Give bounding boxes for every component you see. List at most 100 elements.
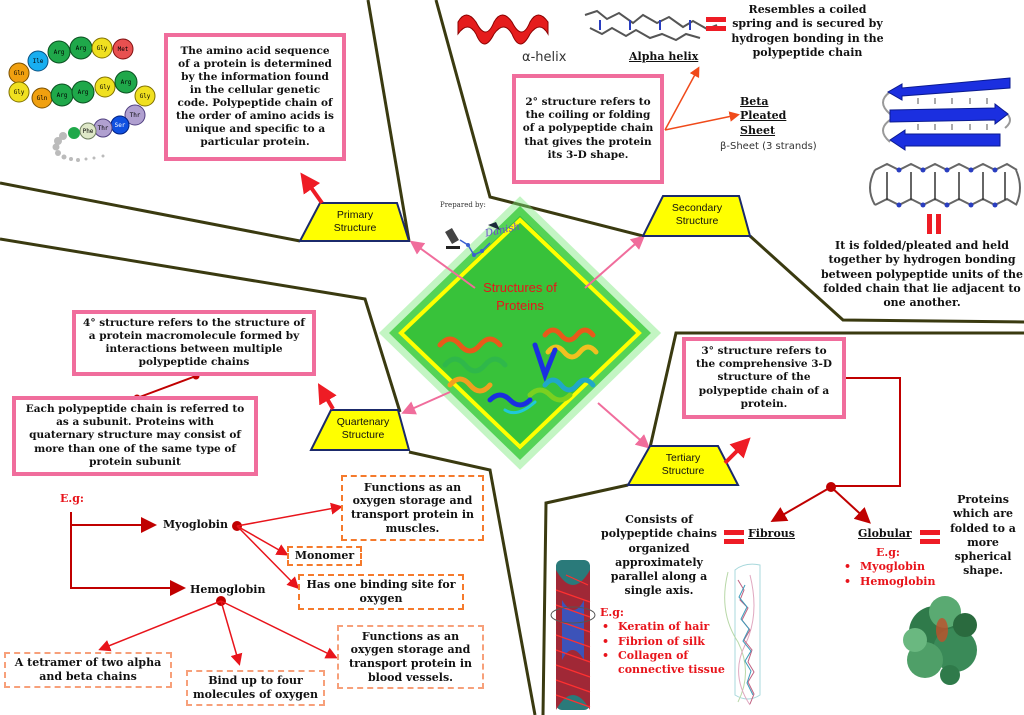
connector-primary — [409, 240, 476, 289]
divider-quaternary-top — [0, 237, 402, 413]
globular-example: Hemoglobin — [842, 575, 935, 590]
fibrous-label[interactable]: Fibrous — [748, 527, 796, 540]
hemoglobin-function-box: Functions as an oxygen storage and trans… — [337, 625, 484, 689]
svg-text:Gly: Gly — [14, 89, 25, 96]
node-secondary[interactable]: Secondary Structure — [652, 202, 742, 228]
svg-text:Ser: Ser — [115, 122, 126, 129]
fibrous-examples: E.g: Keratin of hair Fibrion of silk Col… — [600, 606, 733, 677]
divider-primary-bottom — [0, 181, 301, 243]
beta-sheet-stick-image — [869, 162, 1021, 208]
hemoglobin-structure: A tetramer of two alpha and beta chains — [14, 656, 162, 683]
connector-quaternary — [401, 391, 451, 415]
globular-examples: E.g: Myoglobin Hemoglobin — [842, 546, 935, 589]
arrow-to-alpha-helix — [664, 66, 700, 131]
fibrous-eg-label: E.g: — [600, 606, 624, 619]
branch-to-hemoglobin — [70, 512, 186, 596]
svg-text:Met: Met — [118, 46, 129, 53]
svg-text:Gly: Gly — [140, 93, 151, 100]
amino-acid-chain-image: Gln Ile Arg Arg Gly Met Gly Gln Arg Arg … — [8, 36, 156, 162]
connector-tertiary — [597, 402, 651, 449]
svg-text:Arg: Arg — [76, 45, 87, 52]
quaternary-description-box: 4° structure refers to the structure of … — [72, 310, 316, 376]
fibrous-example: Keratin of hair — [600, 620, 733, 635]
beta-equals-sign — [927, 214, 941, 234]
arrow-primary-to-desc — [300, 172, 324, 205]
subunit-description-box: Each polypeptide chain is referred to as… — [12, 396, 258, 476]
hemoglobin-binding: Bind up to four molecules of oxygen — [193, 674, 318, 701]
svg-text:Phe: Phe — [83, 128, 94, 135]
svg-text:Gly: Gly — [97, 45, 108, 52]
hemoglobin-label[interactable]: Hemoglobin — [190, 583, 266, 596]
divider-primary-right — [366, 0, 411, 242]
node-secondary-line2: Structure — [675, 215, 719, 228]
alpha-helix-label: Alpha helix — [629, 50, 699, 63]
alpha-helix-image-caption: α-helix — [522, 50, 567, 65]
svg-text:Thr: Thr — [130, 112, 141, 119]
globular-label[interactable]: Globular — [858, 527, 912, 540]
node-primary-shape — [298, 202, 411, 242]
fibrous-description: Consists of polypeptide chains organized… — [601, 513, 717, 598]
beta-label-line2: Pleated — [740, 109, 787, 123]
arrow-quaternary-to-desc — [317, 383, 337, 411]
globular-protein-image — [903, 596, 977, 685]
node-primary[interactable]: Primary Structure — [310, 209, 400, 235]
quaternary-eg-label: E.g: — [60, 492, 84, 505]
center-title-line2: Proteins — [496, 297, 544, 313]
myoglobin-binding-box: Has one binding site for oxygen — [298, 574, 464, 610]
node-quaternary-shape — [309, 409, 411, 451]
fibrous-equals-sign — [724, 530, 744, 544]
beta-sheet-image-caption: β-Sheet (3 strands) — [720, 141, 817, 152]
node-quaternary-line1: Quartenary — [336, 416, 390, 428]
primary-description-box: The amino acid sequence of a protein is … — [164, 33, 346, 161]
myoglobin-function-box: Functions as an oxygen storage and trans… — [341, 475, 484, 541]
svg-text:Thr: Thr — [98, 125, 109, 132]
beta-label-line3: Sheet — [740, 123, 776, 137]
svg-text:Arg: Arg — [57, 92, 68, 99]
tertiary-description: 3° structure refers to the comprehensive… — [696, 345, 832, 410]
quaternary-desc-connector — [136, 375, 197, 399]
arrow-to-fibrous — [770, 486, 832, 523]
alpha-helix-stick-image — [584, 9, 718, 42]
svg-text:Gly: Gly — [100, 84, 111, 91]
myoglobin-type-box: Monomer — [287, 546, 362, 566]
subunit-description: Each polypeptide chain is referred to as… — [25, 403, 245, 468]
divider-tertiary-left — [541, 483, 629, 715]
node-quaternary[interactable]: Quartenary Structure — [318, 416, 408, 442]
node-secondary-line1: Secondary — [671, 202, 723, 214]
beta-sheet-description: It is folded/pleated and held together b… — [820, 239, 1024, 310]
svg-text:Arg: Arg — [54, 49, 65, 56]
beta-sheet-label: Beta Pleated Sheet — [740, 95, 786, 138]
myoglobin-binding: Has one binding site for oxygen — [306, 578, 456, 605]
globular-description: Proteins which are folded to a more sphe… — [950, 493, 1016, 578]
author-logo-image — [445, 222, 500, 257]
svg-text:Ile: Ile — [33, 58, 44, 65]
node-quaternary-line2: Structure — [341, 429, 385, 442]
tertiary-description-box: 3° structure refers to the comprehensive… — [682, 337, 846, 419]
center-title-line1: Structures of — [483, 280, 557, 295]
svg-text:Arg: Arg — [78, 89, 89, 96]
center-title: Structures of Proteins — [470, 279, 570, 314]
hemoglobin-function: Functions as an oxygen storage and trans… — [348, 629, 472, 684]
alpha-helix-ribbon-image — [457, 14, 549, 45]
arrow-to-globular — [830, 486, 871, 524]
hemoglobin-structure-box: A tetramer of two alpha and beta chains — [4, 652, 172, 688]
node-tertiary-line1: Tertiary — [665, 452, 701, 464]
protein-ribbon-image — [437, 327, 599, 415]
divider-secondary-left — [434, 0, 644, 238]
svg-text:Gln: Gln — [37, 95, 48, 102]
secondary-description: 2° structure refers to the coiling or fo… — [522, 96, 654, 161]
myoglobin-type: Monomer — [294, 549, 355, 563]
node-secondary-shape — [641, 195, 752, 237]
myoglobin-label[interactable]: Myoglobin — [163, 518, 228, 531]
divider-quaternary-right — [408, 450, 537, 715]
prepared-by-label: Prepared by: — [440, 201, 486, 209]
node-tertiary[interactable]: Tertiary Structure — [638, 452, 728, 478]
svg-text:Arg: Arg — [121, 79, 132, 86]
fibrous-triple-helix-image — [724, 563, 761, 706]
alpha-equals-sign — [706, 17, 726, 31]
svg-text:Gln: Gln — [14, 70, 25, 77]
divider-secondary-bottom — [748, 234, 1024, 324]
divider-tertiary-top — [647, 331, 1024, 453]
